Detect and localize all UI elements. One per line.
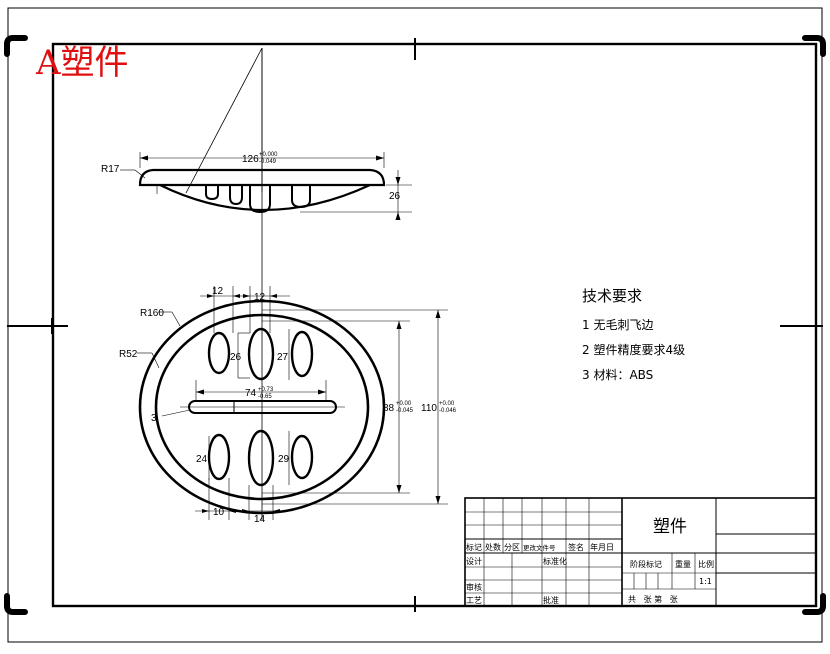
dim-110-lower: -0.046 [439, 408, 457, 414]
radius-r17: R17 [101, 164, 120, 175]
dim-14: 14 [254, 514, 266, 525]
plan-view [137, 286, 448, 520]
tb-sheets: 共 张 第 张 [628, 594, 678, 604]
tb-header-count: 处数 [485, 542, 501, 552]
tb-header-sign: 签名 [568, 542, 584, 552]
dim-88-upper: +0.00 [396, 401, 412, 407]
tb-weight: 重量 [675, 559, 691, 569]
dim-26: 26 [230, 352, 242, 363]
tech-req-title: 技术要求 [582, 287, 642, 305]
dim-12-right: 12 [254, 292, 266, 303]
tb-review: 审核 [466, 582, 482, 592]
slot-radius: 3 [151, 413, 157, 424]
title-part-name: 塑件 [653, 517, 687, 537]
dim-24: 24 [196, 454, 208, 465]
dim-27: 27 [277, 352, 289, 363]
dim-110: 110 [421, 403, 437, 414]
dim-10: 10 [213, 507, 225, 518]
dim-12-left: 12 [212, 286, 224, 297]
dim-74-upper: +0.73 [258, 387, 274, 393]
dim-88-lower: -0.045 [396, 408, 414, 414]
top-view [120, 47, 412, 520]
inner-frame [51, 42, 818, 608]
dim-width-tol-upper: +0.000 [259, 152, 278, 158]
tech-req-item-3: 3 材料：ABS [582, 368, 653, 382]
part-stamp: A塑件 [35, 43, 129, 83]
dim-width-126: 126 [242, 154, 259, 165]
dim-width-tol-lower: -0.049 [259, 159, 277, 165]
tb-header-change-doc: 更改文件号 [523, 543, 556, 552]
radius-r160: R160 [140, 308, 164, 319]
tb-process: 工艺 [466, 596, 482, 605]
tb-scale-label: 比例 [698, 559, 714, 569]
centering-marks [7, 38, 823, 612]
tb-stage-mark: 阶段标记 [630, 559, 662, 569]
dim-110-upper: +0.00 [439, 401, 455, 407]
tb-standard: 标准化 [543, 556, 567, 566]
dim-88: 88 [383, 403, 395, 414]
dim-74: 74 [245, 388, 257, 399]
title-block [464, 497, 817, 607]
tb-scale-value: 1:1 [699, 577, 712, 586]
tb-design: 设计 [466, 556, 482, 566]
tech-req-item-1: 1 无毛刺飞边 [582, 318, 653, 332]
tb-header-mark: 标记 [466, 542, 482, 552]
tb-approve: 批准 [543, 595, 559, 605]
dim-29: 29 [278, 454, 290, 465]
dim-74-lower: -0.65 [258, 394, 272, 400]
tb-header-zone: 分区 [504, 543, 520, 552]
dim-height-26: 26 [389, 191, 401, 202]
tech-req-item-2: 2 塑件精度要求4级 [582, 342, 685, 357]
corner-marks [4, 35, 826, 615]
tb-header-date: 年月日 [590, 542, 614, 552]
outer-border [7, 7, 823, 643]
radius-r52: R52 [119, 349, 138, 360]
